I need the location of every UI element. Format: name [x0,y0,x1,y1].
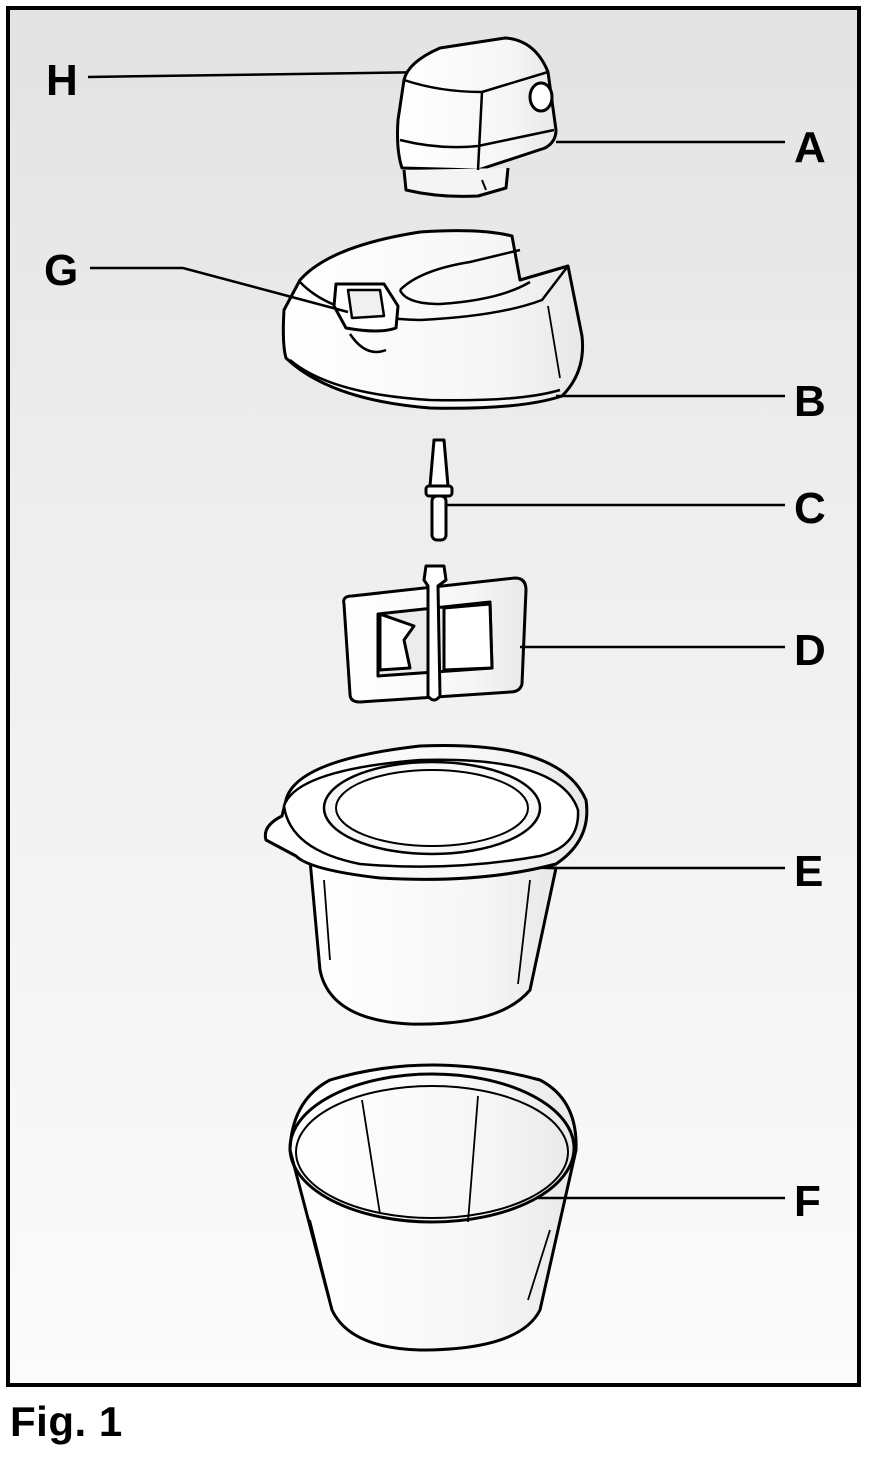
label-a: A [794,123,826,172]
figure-caption: Fig. 1 [10,1398,123,1446]
part-a-motor-unit [398,38,557,196]
label-b: B [794,377,826,426]
part-f-outer-container [290,1065,576,1350]
label-e: E [794,847,823,896]
label-h: H [46,56,78,105]
label-f: F [794,1177,821,1226]
part-b-lid [283,231,582,409]
label-g: G [44,246,78,295]
part-d-blade [344,566,526,702]
label-d: D [794,626,826,675]
label-c: C [794,484,826,533]
part-c-shaft [426,440,452,540]
part-e-bowl [265,745,587,1024]
leader-line-h [88,72,432,77]
